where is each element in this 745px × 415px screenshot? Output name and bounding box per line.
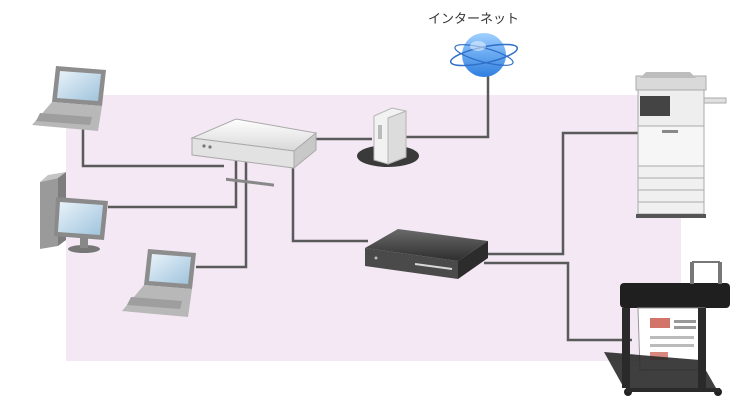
router-icon xyxy=(357,107,419,167)
cable-printserver-copier xyxy=(484,131,640,256)
copier-icon xyxy=(635,72,727,218)
cable-hub-printserver xyxy=(291,165,368,243)
laptop-icon xyxy=(122,249,196,317)
print-server-icon xyxy=(365,229,488,279)
cable-router-internet xyxy=(405,75,490,139)
cable-printserver-plotter xyxy=(484,261,632,342)
desktop-computer-icon xyxy=(40,172,108,253)
laptop-icon xyxy=(32,66,106,131)
network-switch-icon xyxy=(190,118,318,187)
cable-laptop-top xyxy=(81,128,224,168)
cable-laptop-bottom xyxy=(196,160,248,269)
globe-icon xyxy=(449,33,519,77)
internet-label: インターネット xyxy=(428,12,520,27)
cable-desktop xyxy=(108,160,238,209)
plotter-icon xyxy=(604,261,730,396)
cables xyxy=(81,75,640,342)
